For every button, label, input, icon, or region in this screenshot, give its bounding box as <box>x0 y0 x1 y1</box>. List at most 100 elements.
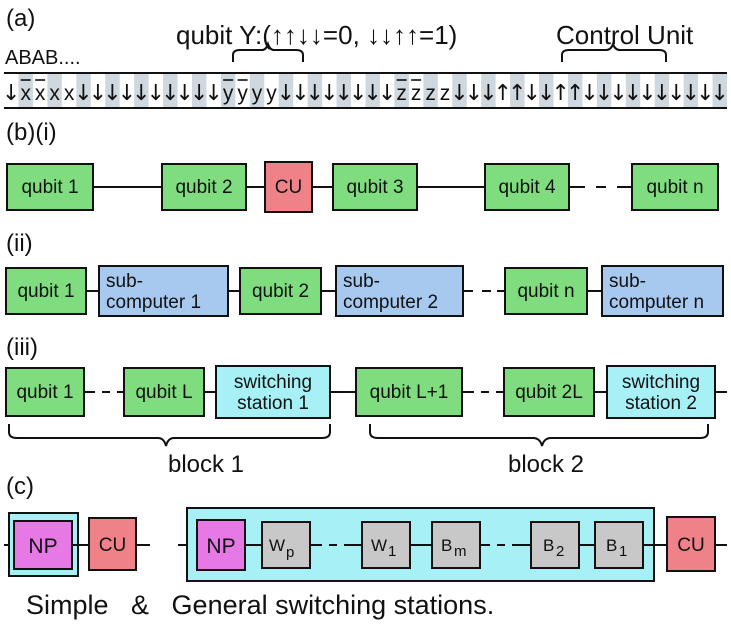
chain-stripe <box>423 74 438 107</box>
spin-down-arrow: ↓ <box>320 81 338 106</box>
chain-stripe <box>249 74 265 107</box>
spin-down-arrow: ↓ <box>537 81 555 106</box>
spin-down-arrow: ↓ <box>204 81 222 106</box>
svg-text:1: 1 <box>619 543 627 560</box>
spin-down-arrow: ↓ <box>74 81 92 106</box>
chain-stripe <box>105 74 120 107</box>
site-letter-z: z <box>411 82 422 105</box>
general-np-box: NP <box>196 519 246 571</box>
spin-down-arrow: ↓ <box>291 81 309 106</box>
svg-text:computer n: computer n <box>609 292 704 313</box>
row-i-qubit-4: qubit 4 <box>484 163 570 211</box>
row-iii-qubit-2L: qubit 2L <box>503 367 595 417</box>
svg-text:qubit 2: qubit 2 <box>175 177 232 198</box>
site-letter-x: x <box>64 82 75 105</box>
caption: Simple & General switching stations. <box>26 590 494 620</box>
row-iii-switching-station-2: switching station 2 <box>606 365 716 419</box>
row-ii-subcomputer-1: sub- computer 1 <box>98 265 229 317</box>
spin-down-arrow: ↓ <box>595 81 613 106</box>
svg-text:computer 1: computer 1 <box>106 292 201 313</box>
svg-text:m: m <box>454 543 467 560</box>
spin-down-arrow: ↓ <box>580 81 598 106</box>
site-letter-z: z <box>440 82 451 105</box>
bm-box: B m <box>431 521 481 569</box>
site-letter-z: z <box>396 82 407 105</box>
row-i-cu: CU <box>264 161 313 213</box>
spin-up-arrow: ↑ <box>494 81 512 106</box>
spin-down-arrow: ↓ <box>450 81 468 106</box>
svg-text:NP: NP <box>28 535 57 558</box>
row-ii-qubit-1: qubit 1 <box>5 267 87 315</box>
chain-stripe <box>481 74 496 107</box>
b1-box: B 1 <box>594 521 644 569</box>
spin-down-arrow: ↓ <box>176 81 194 106</box>
svg-text:qubit 2: qubit 2 <box>252 281 309 302</box>
spin-down-arrow: ↓ <box>667 81 685 106</box>
chain-stripe <box>683 74 699 107</box>
general-cu-box: CU <box>666 516 716 572</box>
svg-text:NP: NP <box>206 535 235 558</box>
spin-down-arrow: ↓ <box>378 81 396 106</box>
spin-down-arrow: ↓ <box>147 81 165 106</box>
block-2-label: block 2 <box>508 451 584 478</box>
spin-down-arrow: ↓ <box>190 81 208 106</box>
spin-down-arrow: ↓ <box>479 81 497 106</box>
svg-text:qubit n: qubit n <box>517 281 574 302</box>
w1-box: W 1 <box>361 521 411 569</box>
svg-text:B: B <box>543 536 554 555</box>
svg-text:qubit n: qubit n <box>646 177 703 198</box>
row-i-qubit-n: qubit n <box>631 163 719 211</box>
block-1-label: block 1 <box>168 451 244 478</box>
spin-down-arrow: ↓ <box>118 81 136 106</box>
spin-down-arrow: ↓ <box>2 81 20 106</box>
row-iii-qubit-L-plus-1: qubit L+1 <box>355 367 463 417</box>
chain-stripe <box>307 74 323 107</box>
qubit-y-brace <box>232 40 304 62</box>
control-unit-label: Control Unit <box>556 20 694 50</box>
chain-stripe <box>76 74 91 107</box>
svg-text:CU: CU <box>275 177 302 198</box>
site-letter-x: x <box>49 82 60 105</box>
svg-text:CU: CU <box>677 535 704 556</box>
simple-cu-box: CU <box>88 517 137 571</box>
chain-stripe <box>220 74 236 107</box>
simple-np-box: NP <box>13 520 73 570</box>
row-ii-subcomputer-2: sub- computer 2 <box>335 265 464 317</box>
svg-text:sub-: sub- <box>106 271 143 292</box>
site-letter-y: y <box>223 82 234 105</box>
svg-text:switching: switching <box>622 372 700 393</box>
svg-text:switching: switching <box>234 372 312 393</box>
svg-text:qubit 1: qubit 1 <box>21 177 78 198</box>
b2-box: B 2 <box>530 521 580 569</box>
svg-text:qubit L: qubit L <box>135 382 192 403</box>
chain-stripe <box>539 74 554 107</box>
svg-text:2: 2 <box>556 543 564 560</box>
spin-down-arrow: ↓ <box>335 81 353 106</box>
chain-stripe <box>336 74 352 107</box>
spin-down-arrow: ↓ <box>465 81 483 106</box>
svg-text:qubit 1: qubit 1 <box>16 382 73 403</box>
wp-box: W p <box>261 521 311 569</box>
spin-down-arrow: ↓ <box>696 81 714 106</box>
panel-c-label: (c) <box>6 473 34 500</box>
chain-stripe <box>163 74 178 107</box>
svg-text:sub-: sub- <box>609 271 646 292</box>
svg-text:W: W <box>371 536 387 555</box>
spin-up-arrow: ↑ <box>566 81 584 106</box>
svg-text:qubit L+1: qubit L+1 <box>370 382 449 403</box>
chain-stripe <box>452 74 467 107</box>
svg-text:CU: CU <box>99 535 126 556</box>
svg-text:station 2: station 2 <box>625 393 697 414</box>
spin-down-arrow: ↓ <box>277 81 295 106</box>
spin-down-arrow: ↓ <box>653 81 671 106</box>
site-letter-z: z <box>425 82 436 105</box>
chain-stripe <box>278 74 294 107</box>
spin-down-arrow: ↓ <box>609 81 627 106</box>
spin-down-arrow: ↓ <box>682 81 700 106</box>
row-iii-qubit-L: qubit L <box>123 367 205 417</box>
svg-text:qubit 1: qubit 1 <box>17 281 74 302</box>
chain-stripe <box>712 74 727 107</box>
spin-down-arrow: ↓ <box>132 81 150 106</box>
row-i-qubit-1: qubit 1 <box>6 163 94 211</box>
